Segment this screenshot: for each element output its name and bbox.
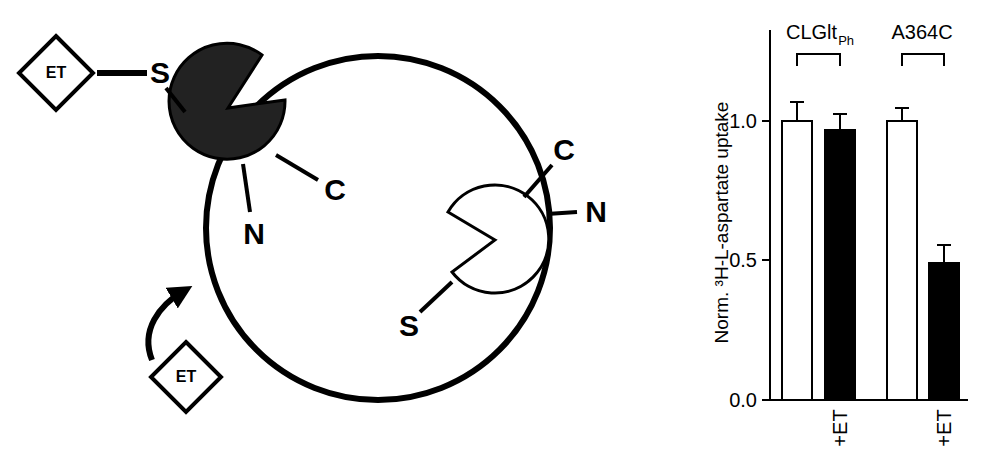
axis-title: Norm. ³H-L-aspartate uptake — [712, 101, 731, 343]
tick-label: 0.5 — [729, 250, 757, 270]
terminus-label: N — [585, 197, 607, 227]
terminus-label: N — [243, 219, 265, 249]
tick-label: 1.0 — [729, 111, 757, 131]
node-text: ET — [16, 33, 96, 113]
bar — [825, 130, 855, 400]
group-subscript: Ph — [838, 34, 854, 47]
tag-line — [243, 164, 250, 212]
tick — [762, 259, 770, 261]
tick-label: 0.0 — [729, 390, 757, 410]
bracket — [902, 54, 944, 66]
condition-label: +ET — [934, 409, 954, 446]
tag-line — [97, 70, 147, 76]
terminus-label: C — [553, 135, 575, 165]
residue-label: S — [399, 311, 419, 341]
diamond-node: ET — [16, 33, 96, 113]
tag-line — [524, 165, 552, 197]
tick — [762, 399, 770, 401]
node-text: ET — [148, 339, 224, 415]
diamond-node: ET — [148, 339, 224, 415]
bracket — [797, 54, 840, 66]
bar — [887, 121, 917, 400]
tag-line — [276, 155, 318, 180]
transporter-dark — [169, 43, 285, 159]
bar — [782, 121, 812, 400]
y-axis — [769, 30, 771, 400]
group-label: A364C — [891, 22, 952, 42]
tick — [762, 120, 770, 122]
condition-label: +ET — [830, 409, 850, 446]
transporter-white — [448, 185, 549, 293]
tag-line — [547, 212, 577, 214]
tag-line — [166, 88, 185, 112]
tag-line — [420, 282, 452, 312]
group-label: CLGlt — [786, 22, 837, 42]
bar — [929, 263, 959, 400]
error-bar — [790, 102, 951, 263]
terminus-label: C — [324, 175, 346, 205]
residue-label: S — [150, 58, 170, 88]
